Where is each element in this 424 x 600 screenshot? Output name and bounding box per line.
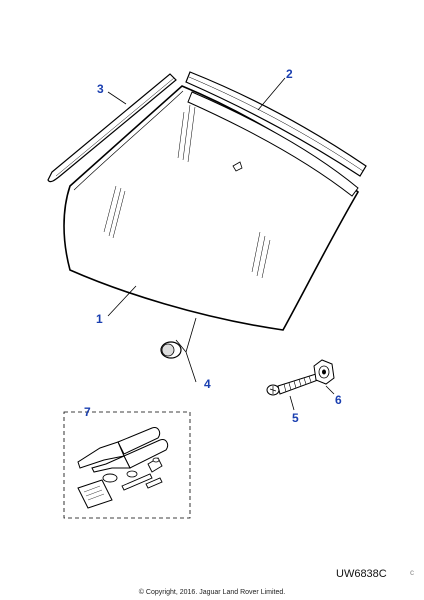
callout-5: 5 (292, 411, 299, 425)
glass-reflection-left (103, 104, 196, 239)
edge-mark: c (410, 568, 414, 577)
windscreen-glass (63, 85, 360, 331)
diagram-reference-code: UW6838C (336, 568, 387, 580)
callout-7: 7 (84, 405, 91, 419)
upper-moulding (185, 71, 367, 197)
side-moulding (47, 73, 177, 183)
mirror-mount-patch (232, 161, 243, 172)
callout-3: 3 (97, 82, 104, 96)
callout-2: 2 (286, 67, 293, 81)
screw (266, 373, 319, 396)
grommet (160, 341, 182, 359)
callout-6: 6 (335, 393, 342, 407)
leader-lines (107, 77, 335, 411)
copyright-notice: © Copyright, 2016. Jaguar Land Rover Lim… (138, 589, 286, 596)
adhesive-kit (63, 411, 191, 519)
glass-reflection-right (251, 231, 271, 279)
callout-1: 1 (96, 312, 103, 326)
callout-4: 4 (204, 377, 211, 391)
clip-nut (313, 359, 335, 385)
